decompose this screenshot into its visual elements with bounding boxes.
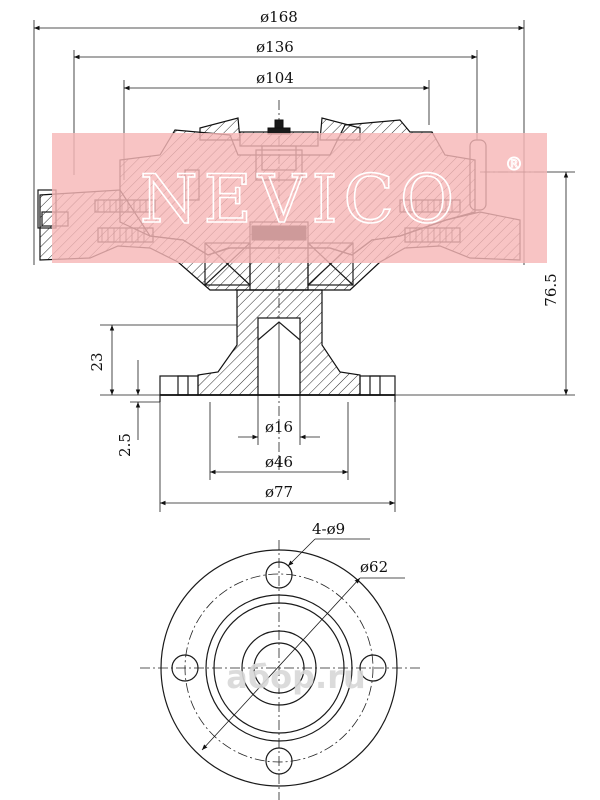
mount-shaft bbox=[197, 289, 361, 396]
watermark-band bbox=[52, 133, 547, 263]
flange-outer-circle bbox=[160, 549, 398, 787]
dimension-bore: ø16 bbox=[238, 395, 320, 445]
flange-thickness-label: 2.5 bbox=[116, 433, 134, 457]
inner-diameter-label: ø104 bbox=[256, 69, 294, 87]
bolt-hole-left bbox=[171, 654, 199, 682]
dimension-pilot: ø46 bbox=[209, 402, 349, 480]
dimension-bolt-circle: ø62 bbox=[201, 558, 405, 751]
dimension-flange-thickness: 2.5 bbox=[116, 360, 160, 457]
mount-diameter-label: ø136 bbox=[256, 38, 294, 56]
bolt-circle-label: ø62 bbox=[360, 558, 388, 576]
footer-watermark: aбoр.ru bbox=[226, 658, 366, 696]
bolt-circle bbox=[184, 573, 374, 763]
dimension-mount-diameter: ø136 bbox=[73, 38, 478, 175]
flange-height-label: 23 bbox=[88, 352, 106, 371]
dimension-flange: ø77 bbox=[159, 402, 396, 512]
overall-diameter-label: ø168 bbox=[260, 8, 298, 26]
dimension-bolt-holes: 4-ø9 bbox=[287, 520, 370, 567]
front-view: 4-ø9 ø62 aбoр.ru bbox=[140, 520, 420, 800]
pilot-diameter-label: ø46 bbox=[265, 453, 293, 471]
watermark: NEVICO ® bbox=[52, 133, 547, 263]
registered-mark: ® bbox=[505, 154, 523, 175]
dimension-flange-height: 23 bbox=[88, 324, 237, 396]
watermark-text: NEVICO bbox=[140, 161, 460, 238]
height-label: 76.5 bbox=[542, 273, 560, 306]
bore-diameter-label: ø16 bbox=[265, 418, 293, 436]
flange-diameter-label: ø77 bbox=[265, 483, 293, 501]
bolt-hole-right bbox=[359, 654, 387, 682]
bolt-holes-label: 4-ø9 bbox=[312, 520, 345, 538]
